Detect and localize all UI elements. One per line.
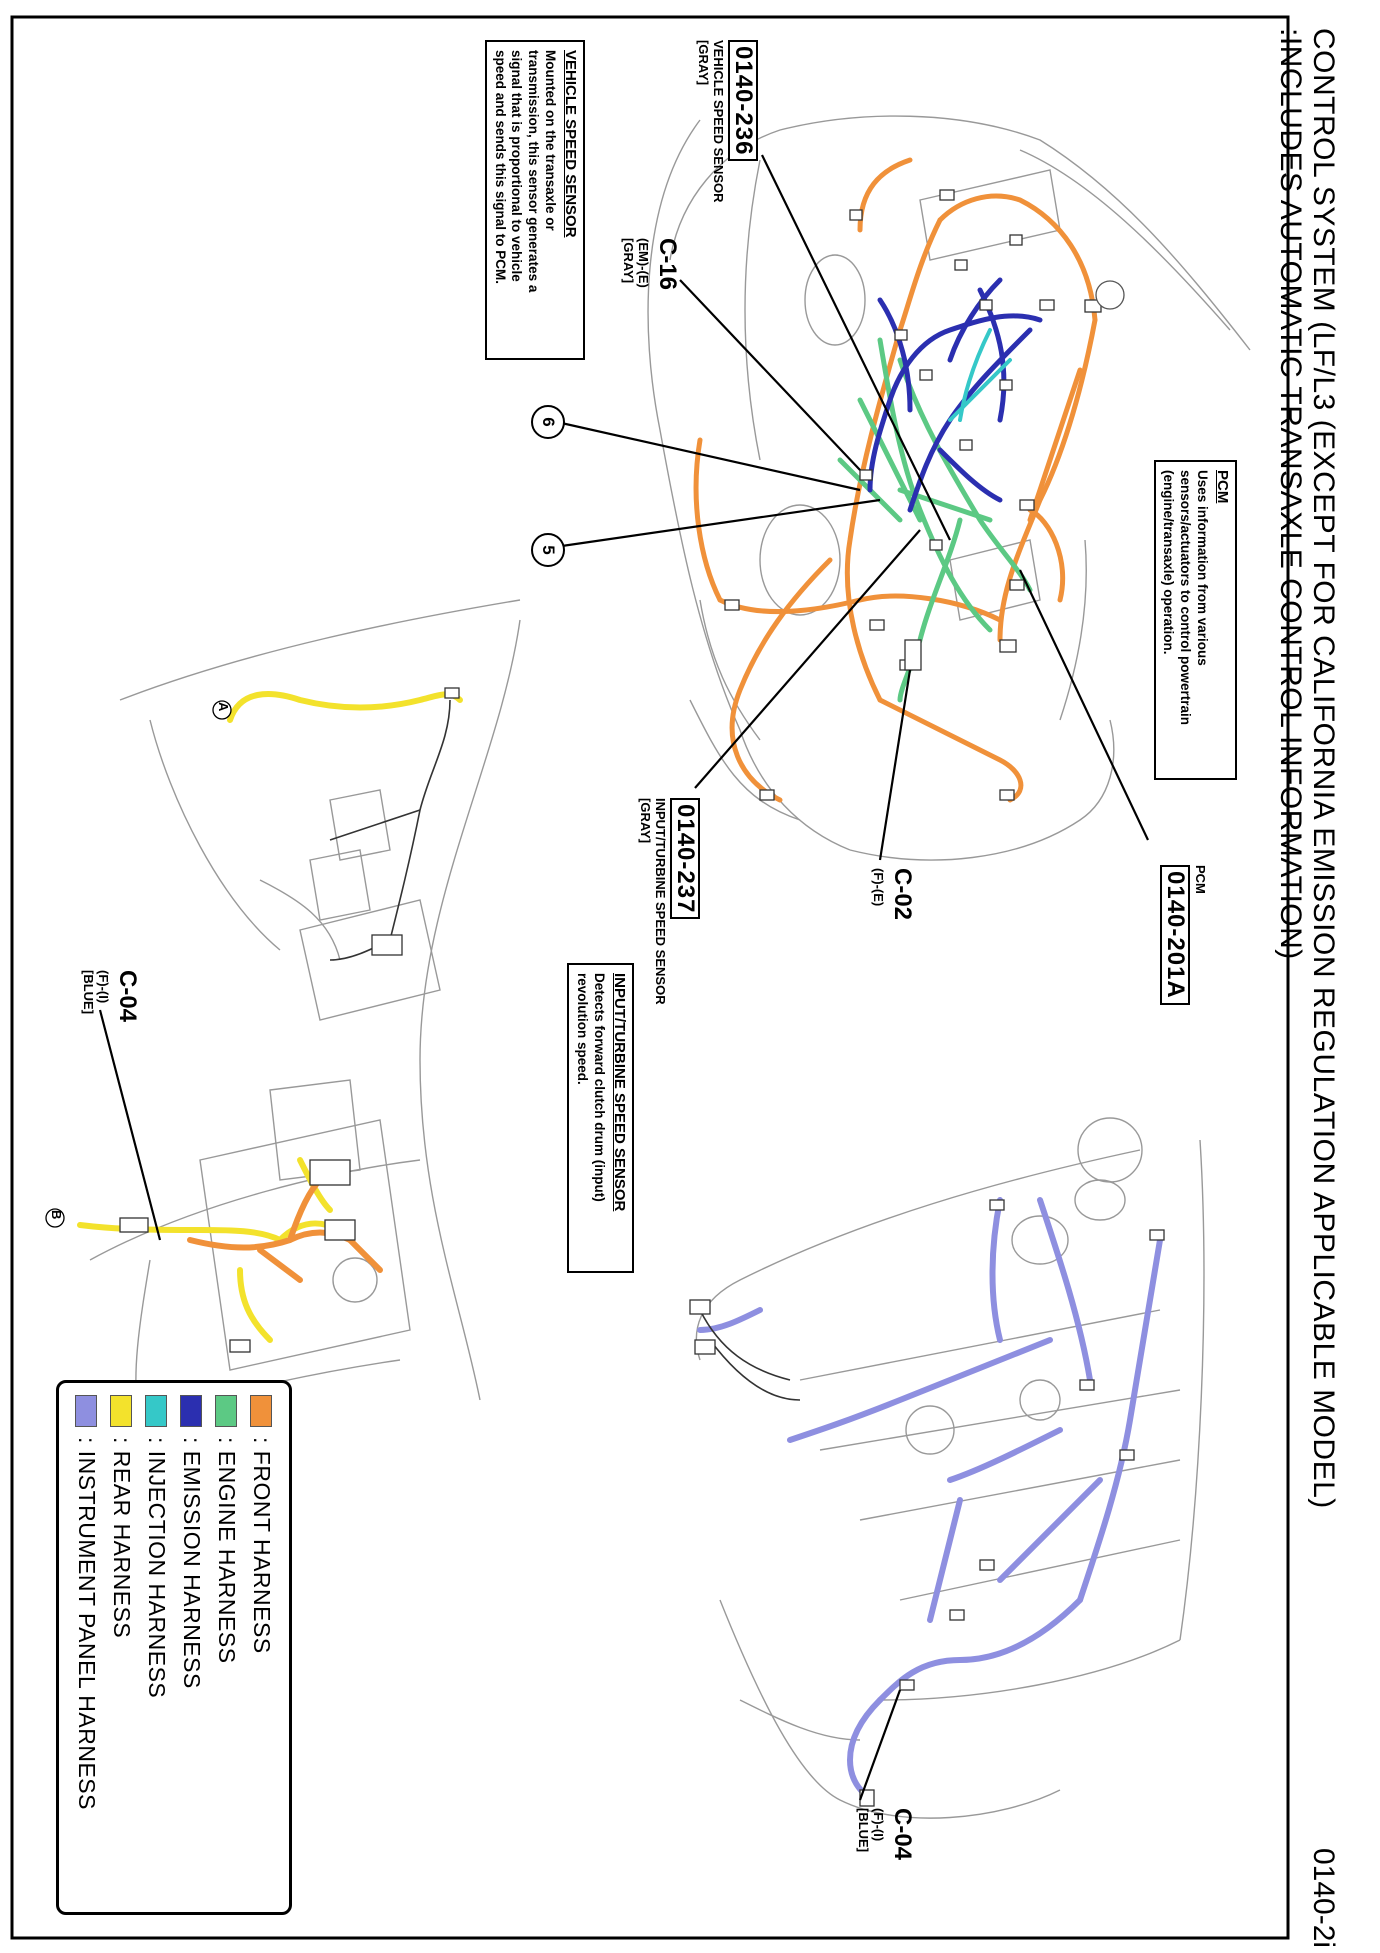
page-border	[10, 15, 1290, 1940]
legend-swatch-front	[250, 1395, 273, 1427]
injection-harness	[948, 328, 1012, 422]
legend-item-engine-harness: : ENGINE HARNESS	[209, 1395, 244, 1900]
connector-c02-label: C-02	[889, 868, 916, 921]
code-0140-201a: 0140-201A	[1159, 865, 1190, 1005]
vss-info-line1: Mounted on the transaxle or	[543, 50, 559, 231]
itss-info-line1: Detects forward clutch drum (input)	[592, 973, 608, 1202]
legend-label-emission: : EMISSION HARNESS	[179, 1437, 205, 1689]
harness-legend: : FRONT HARNESS : ENGINE HARNESS : EMISS…	[56, 1380, 292, 1915]
engine-connectors	[724, 189, 1102, 801]
pcm-info-line1: Uses information from various	[1195, 470, 1211, 666]
ip-wires	[699, 1309, 801, 1401]
pcm-info-box: PCM Uses information from various sensor…	[1153, 460, 1237, 780]
page-number: 0140-2i	[1307, 1848, 1340, 1949]
reference-circle-5: 5	[531, 533, 565, 567]
pcm-info-heading: PCM	[1214, 470, 1231, 504]
ip-connectors	[689, 1199, 1165, 1807]
vss-caption: VEHICLE SPEED SENSOR	[711, 40, 726, 203]
legend-swatch-rear	[110, 1395, 133, 1427]
leader-c04-right	[858, 1689, 902, 1801]
vss-color: [GRAY]	[696, 40, 711, 86]
engine-grommet	[1095, 280, 1125, 310]
itss-info-heading: INPUT/TURBINE SPEED SENSOR	[611, 973, 628, 1212]
code-0140-237: 0140-237	[669, 798, 700, 920]
legend-label-instrument-panel: : INSTRUMENT PANEL HARNESS	[74, 1437, 100, 1810]
point-a-label: A	[216, 702, 231, 712]
connector-c04-right-label: C-04	[889, 1808, 916, 1861]
vss-info-line3: signal that is proportional to vehicle	[509, 50, 525, 282]
pcm-info-line2: sensors/actuators to control powertrain	[1178, 470, 1194, 726]
legend-item-front-harness: : FRONT HARNESS	[244, 1395, 279, 1900]
connector-c02-sub: (F)-(E)	[871, 868, 886, 907]
legend-swatch-injection	[145, 1395, 168, 1427]
leader-0140-236	[761, 154, 951, 541]
rear-connectors	[119, 687, 460, 1353]
point-b-label: B	[49, 1210, 64, 1220]
legend-swatch-instrument-panel	[75, 1395, 98, 1427]
itss-caption: INPUT/TURBINE SPEED SENSOR	[653, 798, 668, 1005]
legend-label-injection: : INJECTION HARNESS	[144, 1437, 170, 1699]
leader-0140-237	[694, 529, 921, 789]
leader-circle-6	[547, 418, 861, 492]
connector-c04-right-sub: (F)-(I)	[871, 1808, 886, 1842]
legend-swatch-emission	[180, 1395, 203, 1427]
legend-item-emission-harness: : EMISSION HARNESS	[174, 1395, 209, 1900]
itss-color: [GRAY]	[638, 798, 653, 844]
leader-c04-left	[98, 1009, 162, 1241]
vss-info-box: VEHICLE SPEED SENSOR Mounted on the tran…	[484, 40, 585, 360]
leader-0140-201a	[1019, 569, 1149, 841]
leader-circle-5	[547, 498, 881, 550]
itss-info-line2: revolution speed.	[575, 973, 591, 1085]
legend-label-front: : FRONT HARNESS	[249, 1437, 275, 1654]
legend-label-engine: : ENGINE HARNESS	[214, 1437, 240, 1664]
legend-label-rear: : REAR HARNESS	[109, 1437, 135, 1639]
point-a-marker	[212, 700, 232, 720]
connector-c04-left-sub: (F)-(I)	[96, 970, 111, 1004]
connector-c16-color: [GRAY]	[621, 238, 636, 284]
reference-circle-6: 6	[531, 405, 565, 439]
leader-lines	[98, 154, 1149, 1801]
connector-c04-left-color: [BLUE]	[81, 970, 96, 1015]
legend-item-rear-harness: : REAR HARNESS	[104, 1395, 139, 1900]
legend-swatch-engine	[215, 1395, 238, 1427]
connector-c04-left-label: C-04	[114, 970, 141, 1023]
leader-c16	[679, 279, 861, 471]
connector-c16-sub: (EM)-(E)	[636, 238, 651, 288]
vss-info-heading: VEHICLE SPEED SENSOR	[562, 50, 579, 238]
page-title-line2: :INCLUDES AUTOMATIC TRANSAXLE CONTROL IN…	[1274, 28, 1307, 960]
legend-item-instrument-panel-harness: : INSTRUMENT PANEL HARNESS	[69, 1395, 104, 1900]
code-0140-236: 0140-236	[727, 40, 758, 162]
instrument-panel-outline	[695, 1117, 1205, 1819]
vss-info-line4: speed and sends this signal to PCM.	[492, 50, 508, 285]
connector-c04-right-color: [BLUE]	[856, 1808, 871, 1853]
itss-info-box: INPUT/TURBINE SPEED SENSOR Detects forwa…	[567, 963, 634, 1273]
connector-c16-label: C-16	[654, 238, 681, 291]
page-title-line1: CONTROL SYSTEM (LF/L3 (EXCEPT FOR CALIFO…	[1307, 28, 1340, 1509]
vss-info-line2: transmission, this sensor generates a	[526, 50, 542, 293]
legend-item-injection-harness: : INJECTION HARNESS	[139, 1395, 174, 1900]
pcm-caption: PCM	[1193, 865, 1208, 894]
pcm-info-line3: (engine/transaxle) operation.	[1161, 470, 1177, 655]
leader-c02	[878, 669, 912, 861]
point-b-marker	[45, 1208, 65, 1228]
